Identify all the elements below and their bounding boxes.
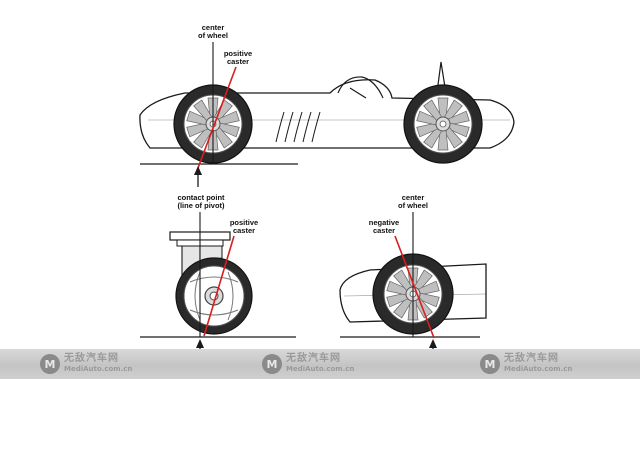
- watermark-band: [0, 349, 640, 379]
- watermark-1: M 无敌汽车网 MediAuto.com.cn: [40, 352, 132, 376]
- watermark-url: MediAuto.com.cn: [286, 365, 355, 373]
- watermark-logo-icon: M: [480, 354, 500, 374]
- watermark-3: M 无敌汽车网 MediAuto.com.cn: [480, 352, 572, 376]
- caster-wheel: [175, 257, 253, 335]
- contact-arrow-top: [194, 166, 202, 187]
- watermark-name: 无敌汽车网: [286, 353, 341, 364]
- rear-wheel: [403, 84, 483, 164]
- watermark-logo-icon: M: [40, 354, 60, 374]
- car-nose-negative: [339, 212, 487, 360]
- car-vents: [275, 111, 321, 143]
- race-car: [139, 42, 515, 187]
- positive-caster-line-top: [197, 66, 237, 169]
- watermark-name: 无敌汽车网: [64, 353, 119, 364]
- car-cockpit: [337, 76, 384, 99]
- label-contact-point: contact point(line of pivot): [177, 193, 225, 210]
- watermark-logo-icon: M: [262, 354, 282, 374]
- watermark-url: MediAuto.com.cn: [504, 365, 573, 373]
- positive-caster-line-caster: [203, 235, 235, 337]
- watermark-name: 无敌汽车网: [504, 353, 559, 364]
- caster-wheel-assembly: [140, 212, 296, 360]
- watermark-url: MediAuto.com.cn: [64, 365, 133, 373]
- watermark-2: M 无敌汽车网 MediAuto.com.cn: [262, 352, 354, 376]
- negative-caster-line: [394, 235, 435, 339]
